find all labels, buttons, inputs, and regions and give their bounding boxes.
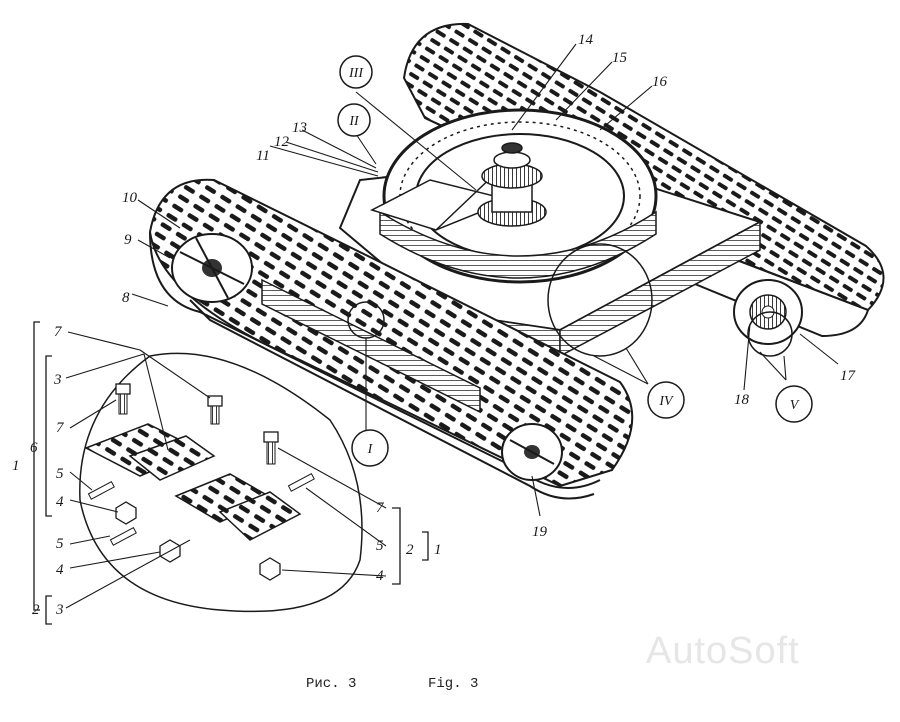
track-shoe-upper-2 [128, 435, 216, 481]
pin-lower [109, 526, 137, 546]
leader-lines [65, 43, 839, 609]
label-18: 18 [734, 392, 750, 408]
center-pin-gear [477, 142, 547, 227]
callout-I: I [351, 429, 389, 467]
label-15: 15 [612, 50, 628, 66]
callout-III-text: III [348, 66, 364, 81]
detail-circle-V [747, 311, 793, 357]
label-2-a: 2 [32, 602, 40, 618]
pin-upper [87, 480, 115, 500]
callout-V: V [775, 385, 813, 423]
callout-II-text: II [348, 114, 360, 129]
label-2-b: 2 [406, 542, 414, 558]
callout-IV: IV [647, 381, 685, 419]
label-7-c: 7 [376, 500, 385, 516]
label-1-b: 1 [434, 542, 442, 558]
rear-idler-wheel [501, 423, 563, 481]
label-12: 12 [274, 134, 290, 150]
front-idler-wheel [171, 233, 253, 303]
label-7-b: 7 [56, 420, 65, 436]
autosoft-watermark: AutoSoft [646, 630, 800, 672]
callout-II: II [337, 103, 371, 137]
figure-caption-ru: Рис. 3 [306, 676, 357, 692]
label-10: 10 [122, 190, 138, 206]
label-4-b: 4 [56, 562, 64, 578]
detail-circle-IV [547, 243, 653, 357]
label-14: 14 [578, 32, 594, 48]
label-11: 11 [256, 148, 270, 164]
bolt-upper-mid [207, 395, 223, 425]
bolt-right [263, 431, 279, 465]
nut-right [259, 557, 281, 581]
label-5-c: 5 [376, 538, 384, 554]
label-6: 6 [30, 440, 38, 456]
label-3-a: 3 [53, 372, 62, 388]
callout-I-text: I [367, 442, 374, 457]
label-5-b: 5 [56, 536, 64, 552]
label-19: 19 [532, 524, 548, 540]
pin-right [287, 472, 315, 492]
label-3-b: 3 [55, 602, 64, 618]
callout-IV-text: IV [658, 394, 674, 409]
label-4-c: 4 [376, 568, 384, 584]
label-16: 16 [652, 74, 668, 90]
near-track [148, 178, 634, 500]
label-17: 17 [840, 368, 857, 384]
label-1-a: 1 [12, 458, 20, 474]
label-9: 9 [124, 232, 132, 248]
detail-circle-I [347, 301, 385, 378]
track-shoe-lower [218, 491, 302, 541]
bolt-upper-left [115, 383, 131, 415]
callout-V-text: V [790, 398, 800, 413]
label-13: 13 [292, 120, 307, 136]
figure-caption-en: Fig. 3 [428, 676, 479, 692]
label-8: 8 [122, 290, 130, 306]
nut-upper [115, 501, 137, 525]
callout-III: III [339, 55, 373, 89]
label-7-a: 7 [54, 324, 63, 340]
assembly-brackets [33, 321, 429, 625]
track-link-exploded-view [79, 352, 363, 613]
label-4-a: 4 [56, 494, 64, 510]
label-5-a: 5 [56, 466, 64, 482]
